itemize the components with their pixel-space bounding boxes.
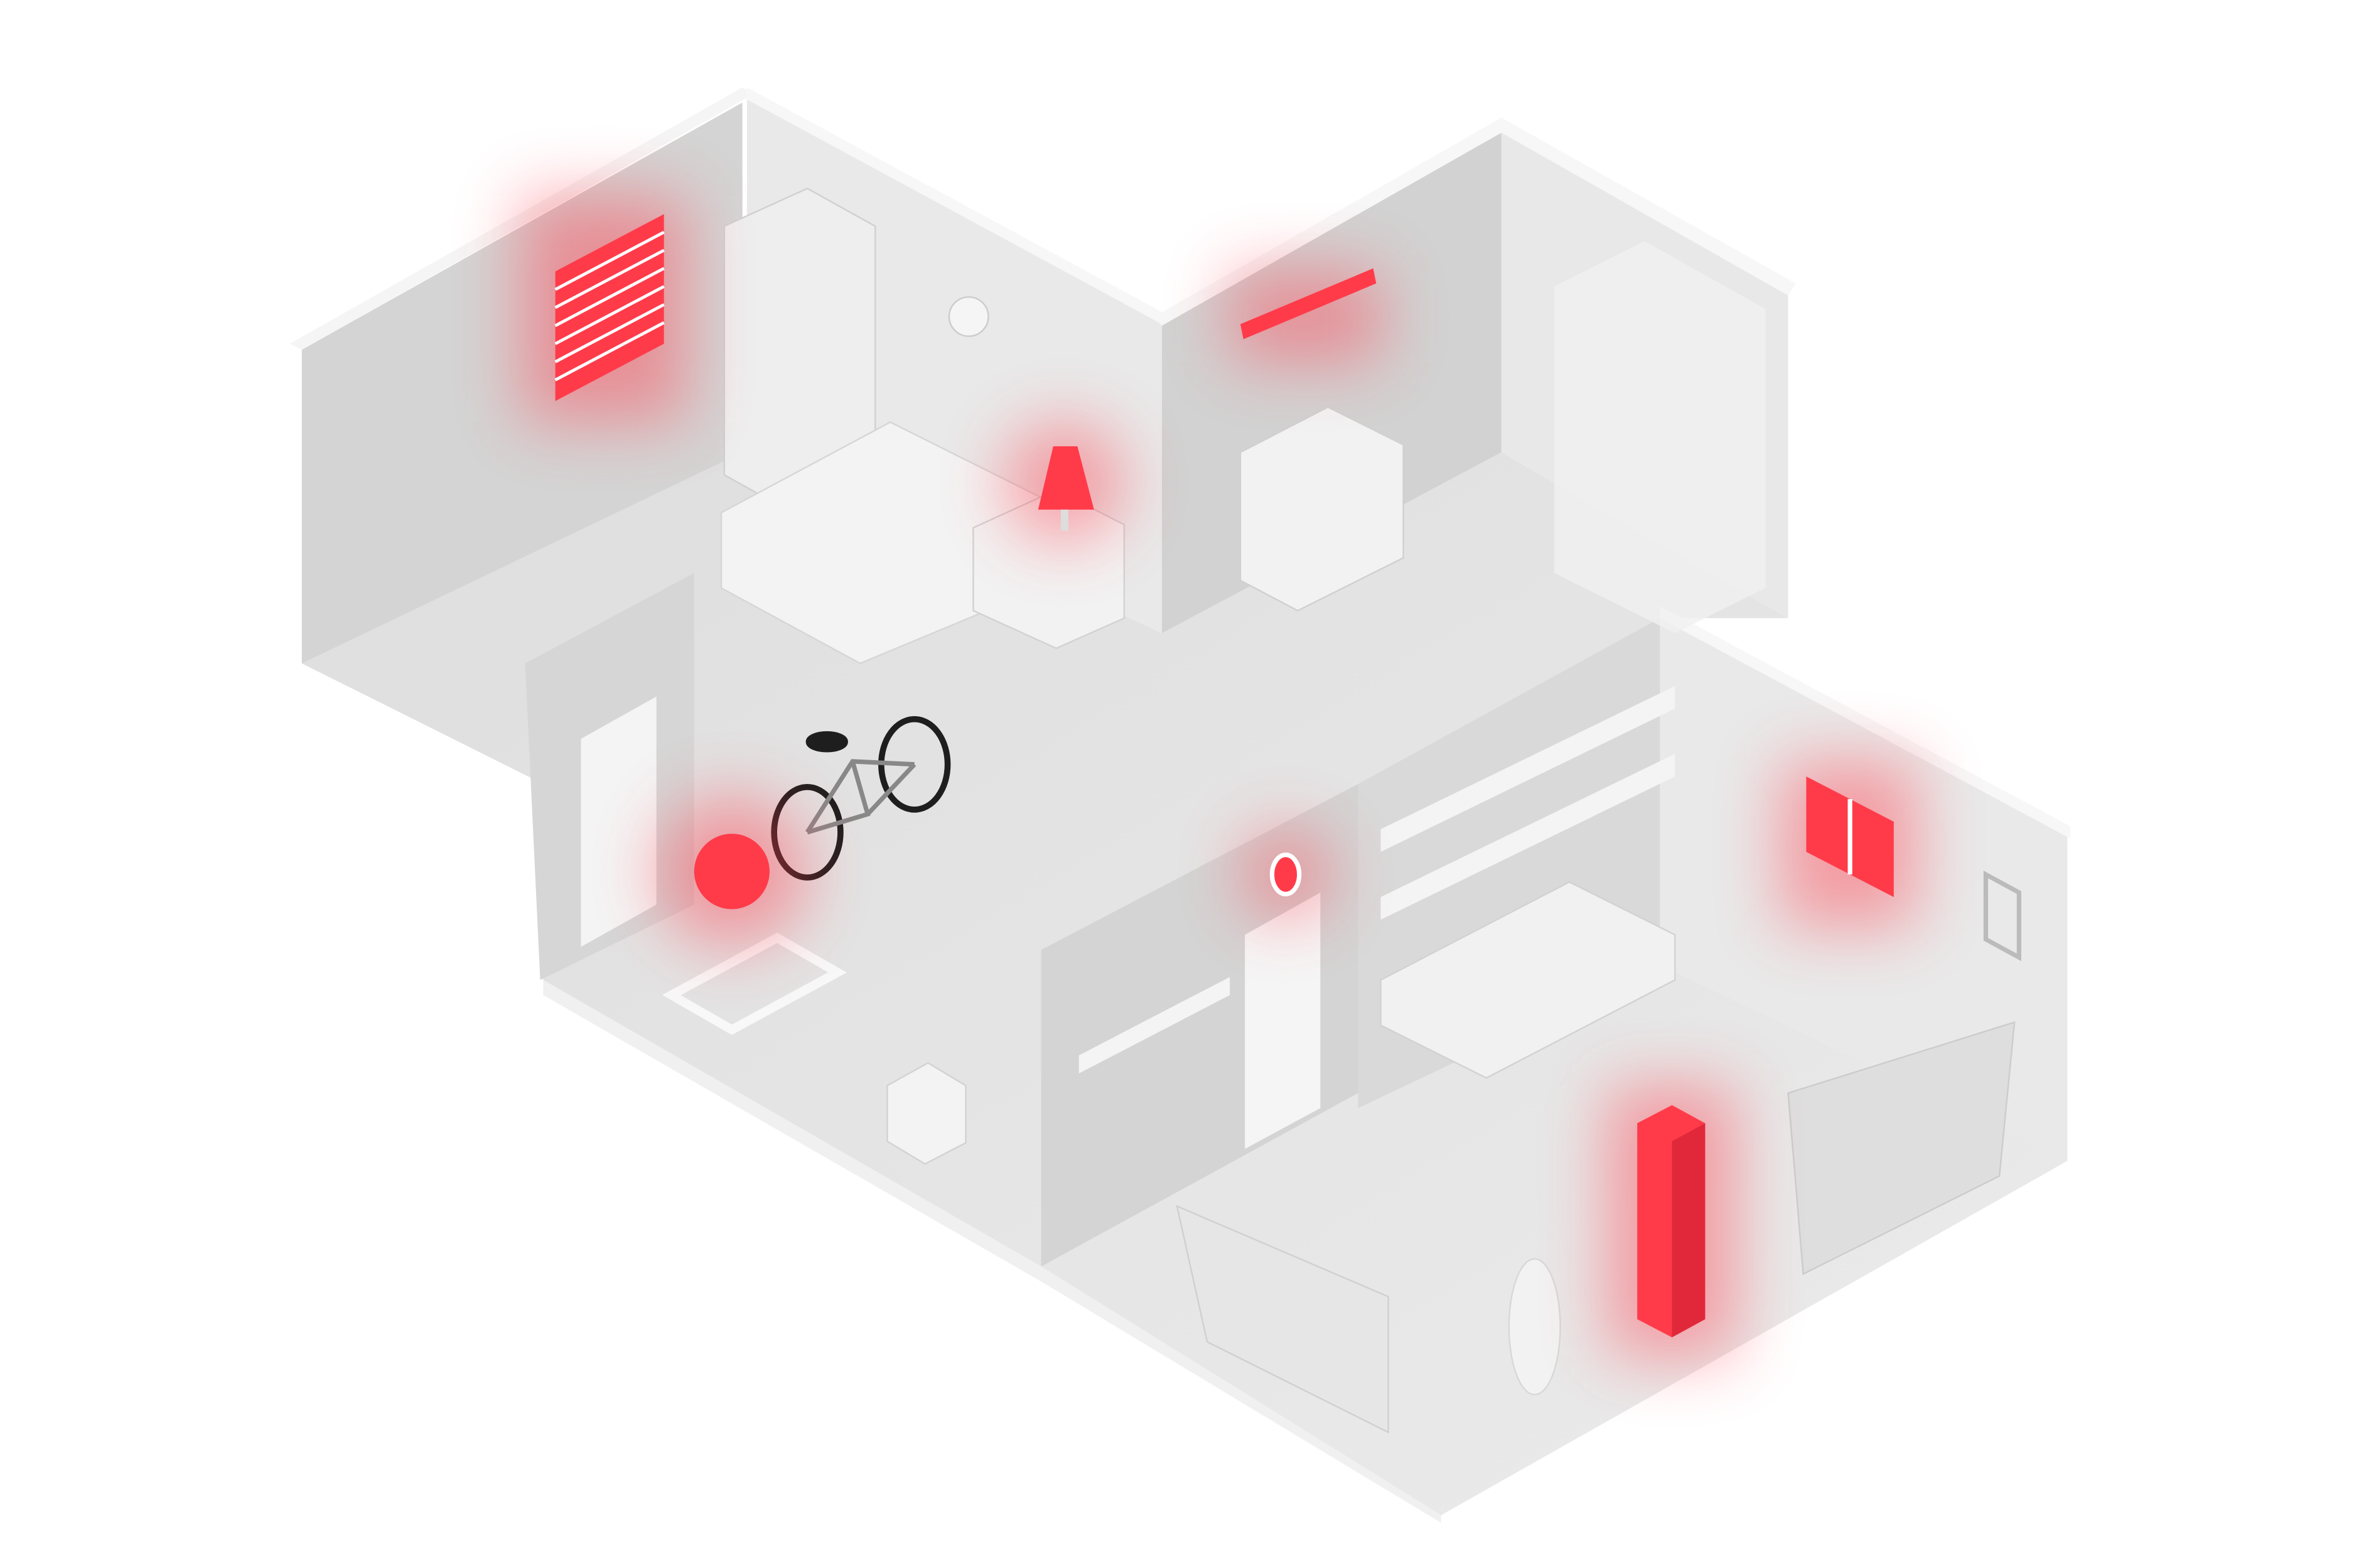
lamp-icon xyxy=(1038,446,1094,510)
kitchen-counter xyxy=(1380,881,1676,1079)
smart-blinds[interactable] xyxy=(554,214,665,401)
smart-lamp[interactable] xyxy=(1038,446,1094,531)
vase xyxy=(1508,1258,1561,1395)
kitchen-shelf xyxy=(1380,685,1675,852)
mirror-light[interactable] xyxy=(1240,268,1377,340)
entry-door xyxy=(581,696,657,947)
vanity xyxy=(1239,406,1404,612)
smoke-sensor[interactable] xyxy=(1269,852,1302,896)
hallway-door xyxy=(1245,892,1321,1149)
blinds-icon xyxy=(555,214,664,401)
shower xyxy=(1554,241,1766,633)
robot-ball[interactable] xyxy=(694,834,770,910)
smart-speaker-tower[interactable] xyxy=(1637,1105,1706,1338)
box xyxy=(886,1061,967,1165)
floor-edge xyxy=(543,980,1441,1523)
wall-shelf xyxy=(1078,977,1230,1074)
living-wall-top xyxy=(1660,606,2071,839)
kitchen-shelf-2 xyxy=(1380,753,1675,920)
bedroom-back-wall-top xyxy=(746,87,1165,326)
smart-window[interactable] xyxy=(1806,776,1894,898)
sofa xyxy=(1787,1021,2016,1275)
armchair xyxy=(1176,1205,1389,1434)
doormat xyxy=(662,932,847,1035)
wall-clock xyxy=(948,296,989,337)
bathroom-wall-top xyxy=(1154,117,1796,326)
frame xyxy=(1983,871,2021,962)
